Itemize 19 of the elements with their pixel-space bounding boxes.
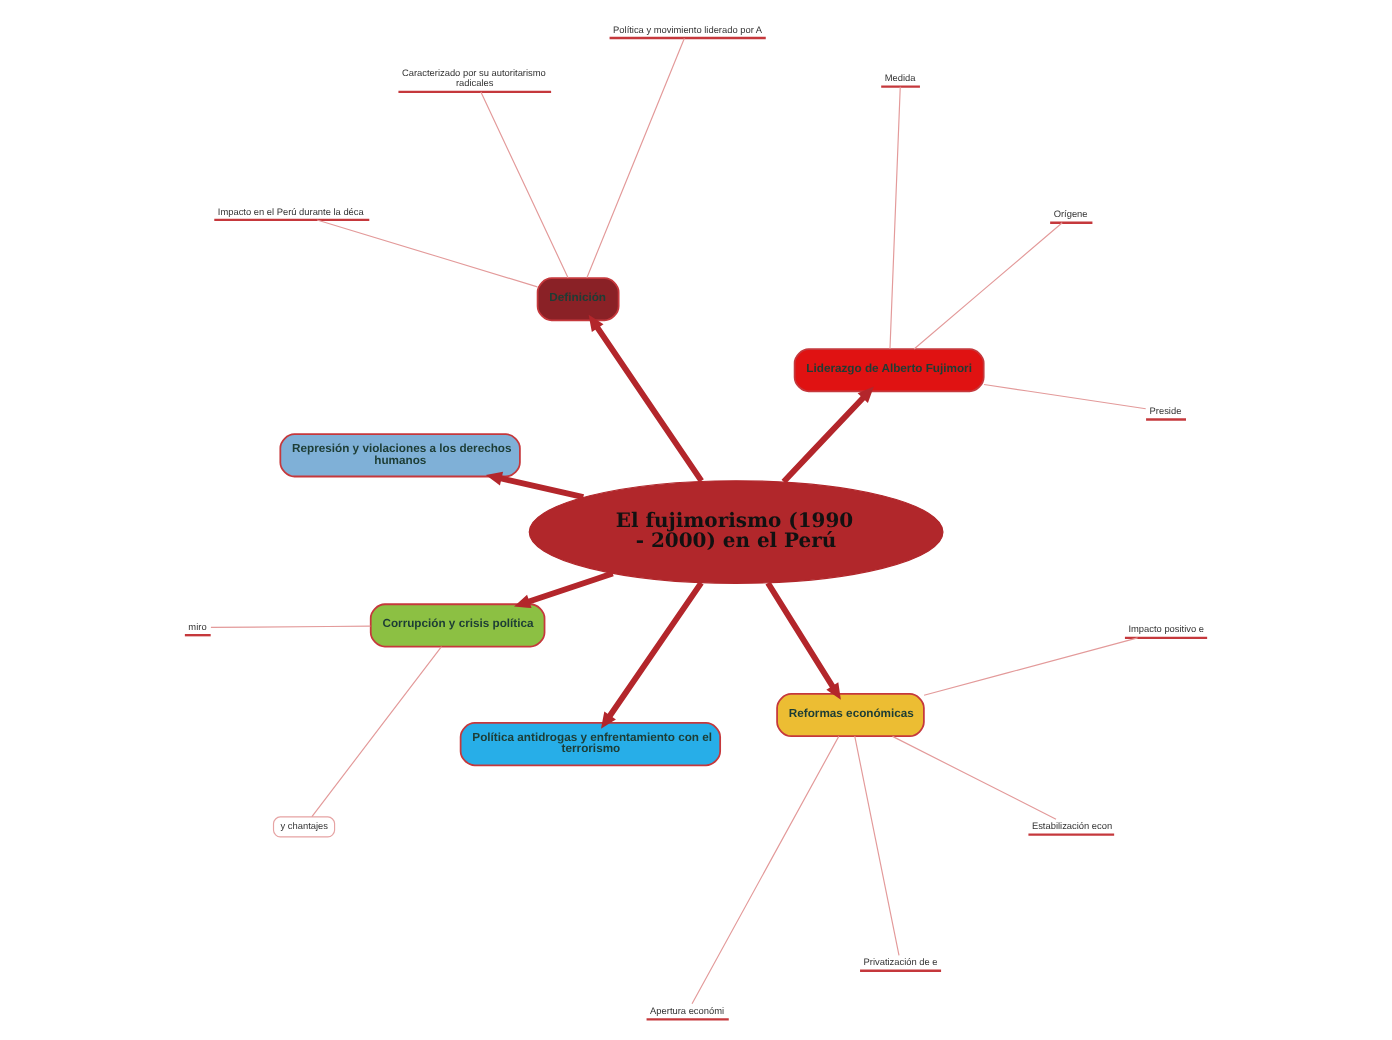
- connector: [854, 734, 900, 955]
- arrow: [485, 470, 584, 500]
- arrow: [781, 385, 874, 483]
- connector: [311, 645, 443, 817]
- connector: [210, 624, 371, 628]
- connector: [891, 734, 1057, 819]
- connector: [913, 221, 1063, 349]
- arrow: [601, 580, 704, 728]
- arrow: [588, 313, 704, 482]
- node-ellipse: El fujimorismo (1990 - 2000) en el Perú: [528, 479, 944, 583]
- arrow: [765, 580, 841, 699]
- connector: [480, 90, 569, 278]
- connector: [316, 218, 538, 287]
- connector: [691, 734, 840, 1004]
- connector: [923, 636, 1139, 695]
- connector: [586, 36, 685, 278]
- arrow: [514, 569, 614, 608]
- connector: [889, 85, 901, 349]
- connector: [983, 382, 1147, 409]
